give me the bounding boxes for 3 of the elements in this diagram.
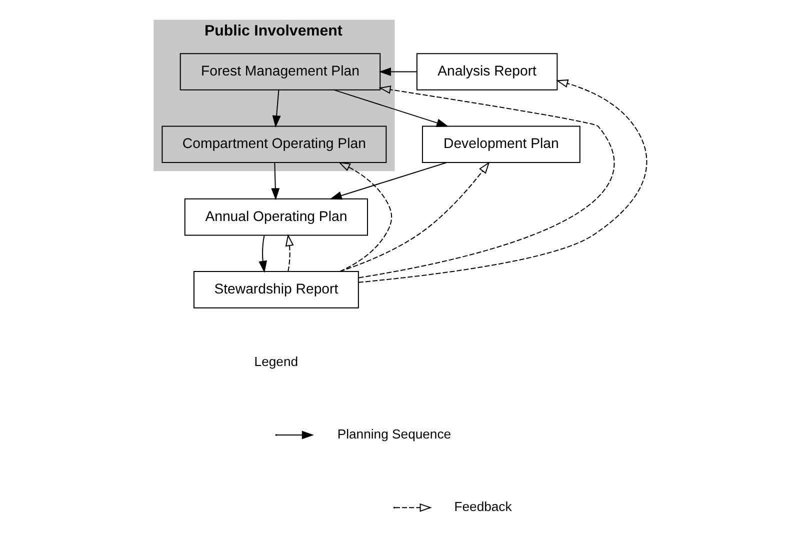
legend-label: Feedback [454,499,512,514]
label: Legend [254,354,298,369]
legend-label: Planning Sequence [337,426,452,442]
